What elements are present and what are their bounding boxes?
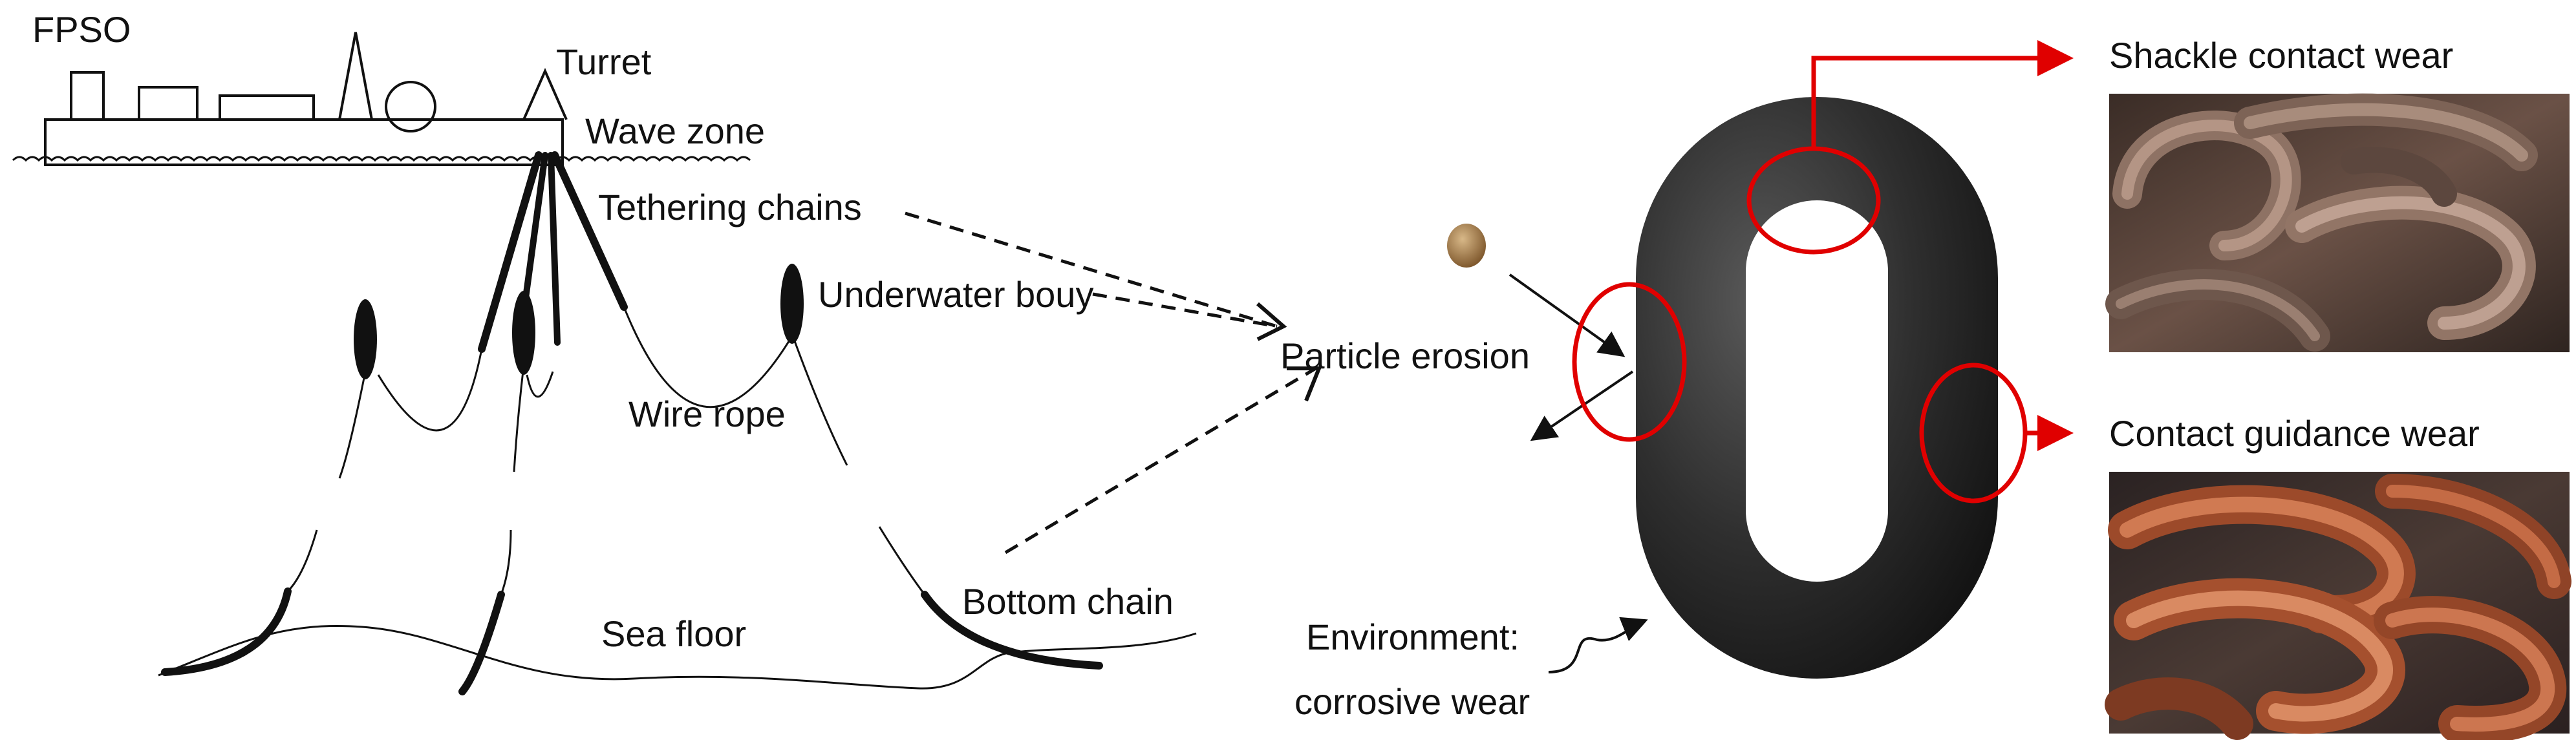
- turret-label: Turret: [556, 41, 652, 82]
- wave-line: [12, 156, 751, 162]
- wire-rope-label: Wire rope: [628, 394, 786, 434]
- particle-icon: [1447, 224, 1486, 268]
- guidance-wear-photo: [2105, 472, 2571, 740]
- chain-link-body: [1636, 97, 1998, 679]
- bottom-chain-label: Bottom chain: [962, 581, 1174, 622]
- fpso-label: FPSO: [32, 9, 131, 50]
- environment-curved-arrow: [1548, 617, 1648, 673]
- mooring-system-diagram: FPSO Turret Wave zone: [12, 9, 1197, 695]
- dashed-arrowheads: [1256, 302, 1322, 402]
- tethering-chains: [478, 151, 628, 353]
- sea-floor-label: Sea floor: [601, 613, 746, 654]
- particle-erosion-label: Particle erosion: [1280, 335, 1530, 376]
- chain-link-illustration: [1636, 97, 1998, 679]
- dashed-connectors: [905, 211, 1317, 555]
- shackle-wear-photo: [2105, 93, 2570, 352]
- sea-floor-line: [158, 624, 1197, 690]
- erosion-wear-highlight: [1572, 282, 1687, 442]
- wave-zone-label: Wave zone: [585, 111, 765, 151]
- bottom-chains: [161, 587, 1103, 695]
- underwater-buoys: [354, 264, 804, 379]
- tethering-chains-label: Tethering chains: [598, 187, 862, 227]
- contact-guidance-wear-label: Contact guidance wear: [2109, 413, 2480, 454]
- environment-label-line2: corrosive wear: [1294, 681, 1530, 722]
- shackle-contact-wear-label: Shackle contact wear: [2109, 35, 2453, 76]
- underwater-buoy-label: Underwater bouy: [818, 274, 1093, 315]
- environment-label-line1: Environment:: [1306, 617, 1519, 657]
- wire-ropes: [286, 306, 926, 595]
- red-callouts: [1811, 40, 2074, 451]
- fpso-vessel: [44, 32, 568, 166]
